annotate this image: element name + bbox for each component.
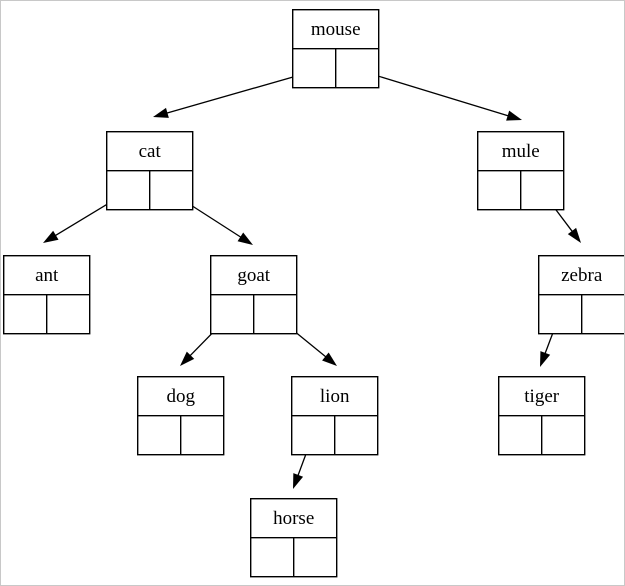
node-left-pointer-cell-mouse[interactable] <box>293 49 336 88</box>
tree-node-tiger[interactable]: tiger <box>498 376 586 456</box>
node-label-tiger: tiger <box>524 386 559 407</box>
edge-arrowhead-cat-goat <box>237 232 253 245</box>
tree-node-dog[interactable]: dog <box>136 376 225 456</box>
edge-arrowhead-mouse-mule <box>506 110 522 121</box>
tree-node-cat[interactable]: cat <box>105 130 194 211</box>
edge-arrowhead-goat-dog <box>180 351 195 366</box>
node-left-pointer-cell-horse[interactable] <box>251 538 294 577</box>
node-label-goat: goat <box>237 265 270 286</box>
tree-edge-mouse-mule <box>354 68 522 121</box>
node-left-pointer-cell-zebra[interactable] <box>539 295 582 334</box>
nodes-layer: mouse cat mule ant goat zebra dog lion tiger hors… <box>3 8 625 578</box>
node-label-mouse: mouse <box>311 19 361 40</box>
node-left-pointer-cell-mule[interactable] <box>478 171 521 210</box>
tree-node-mule[interactable]: mule <box>477 130 565 211</box>
node-label-cat: cat <box>139 141 162 162</box>
tree-node-ant[interactable]: ant <box>3 254 91 335</box>
tree-node-horse[interactable]: horse <box>249 498 338 578</box>
node-left-pointer-cell-cat[interactable] <box>107 171 150 210</box>
node-label-ant: ant <box>35 265 59 286</box>
node-right-pointer-cell-cat[interactable] <box>150 171 193 210</box>
node-right-pointer-cell-dog[interactable] <box>181 416 224 455</box>
node-right-pointer-cell-zebra[interactable] <box>582 295 625 334</box>
edge-line-mouse-mule <box>354 68 511 118</box>
node-right-pointer-cell-mule[interactable] <box>521 171 564 210</box>
edge-arrowhead-cat-ant <box>43 230 59 243</box>
node-label-mule: mule <box>502 141 540 162</box>
node-label-zebra: zebra <box>561 265 603 286</box>
tree-edge-mouse-cat <box>153 70 315 118</box>
tree-node-mouse[interactable]: mouse <box>292 8 380 89</box>
tree-node-lion[interactable]: lion <box>291 376 379 456</box>
edge-arrowhead-zebra-tiger <box>540 351 551 367</box>
edge-arrowhead-mule-zebra <box>567 227 581 243</box>
edge-arrowhead-lion-horse <box>293 473 304 489</box>
node-left-pointer-cell-dog[interactable] <box>138 416 181 455</box>
edge-arrowhead-goat-lion <box>322 352 337 366</box>
node-right-pointer-cell-mouse[interactable] <box>336 49 379 88</box>
node-left-pointer-cell-goat[interactable] <box>211 295 254 334</box>
node-label-lion: lion <box>320 386 350 407</box>
node-right-pointer-cell-lion[interactable] <box>335 416 378 455</box>
node-label-dog: dog <box>166 386 195 407</box>
node-left-pointer-cell-ant[interactable] <box>4 295 47 334</box>
node-right-pointer-cell-horse[interactable] <box>294 538 337 577</box>
edge-line-mouse-cat <box>164 70 315 115</box>
node-right-pointer-cell-tiger[interactable] <box>542 416 585 455</box>
node-right-pointer-cell-goat[interactable] <box>254 295 297 334</box>
node-left-pointer-cell-tiger[interactable] <box>499 416 542 455</box>
node-right-pointer-cell-ant[interactable] <box>47 295 90 334</box>
tree-node-goat[interactable]: goat <box>209 254 298 335</box>
tree-node-zebra[interactable]: zebra <box>538 254 625 335</box>
node-label-horse: horse <box>273 508 314 529</box>
node-left-pointer-cell-lion[interactable] <box>292 416 335 455</box>
edge-arrowhead-mouse-cat <box>153 107 169 118</box>
